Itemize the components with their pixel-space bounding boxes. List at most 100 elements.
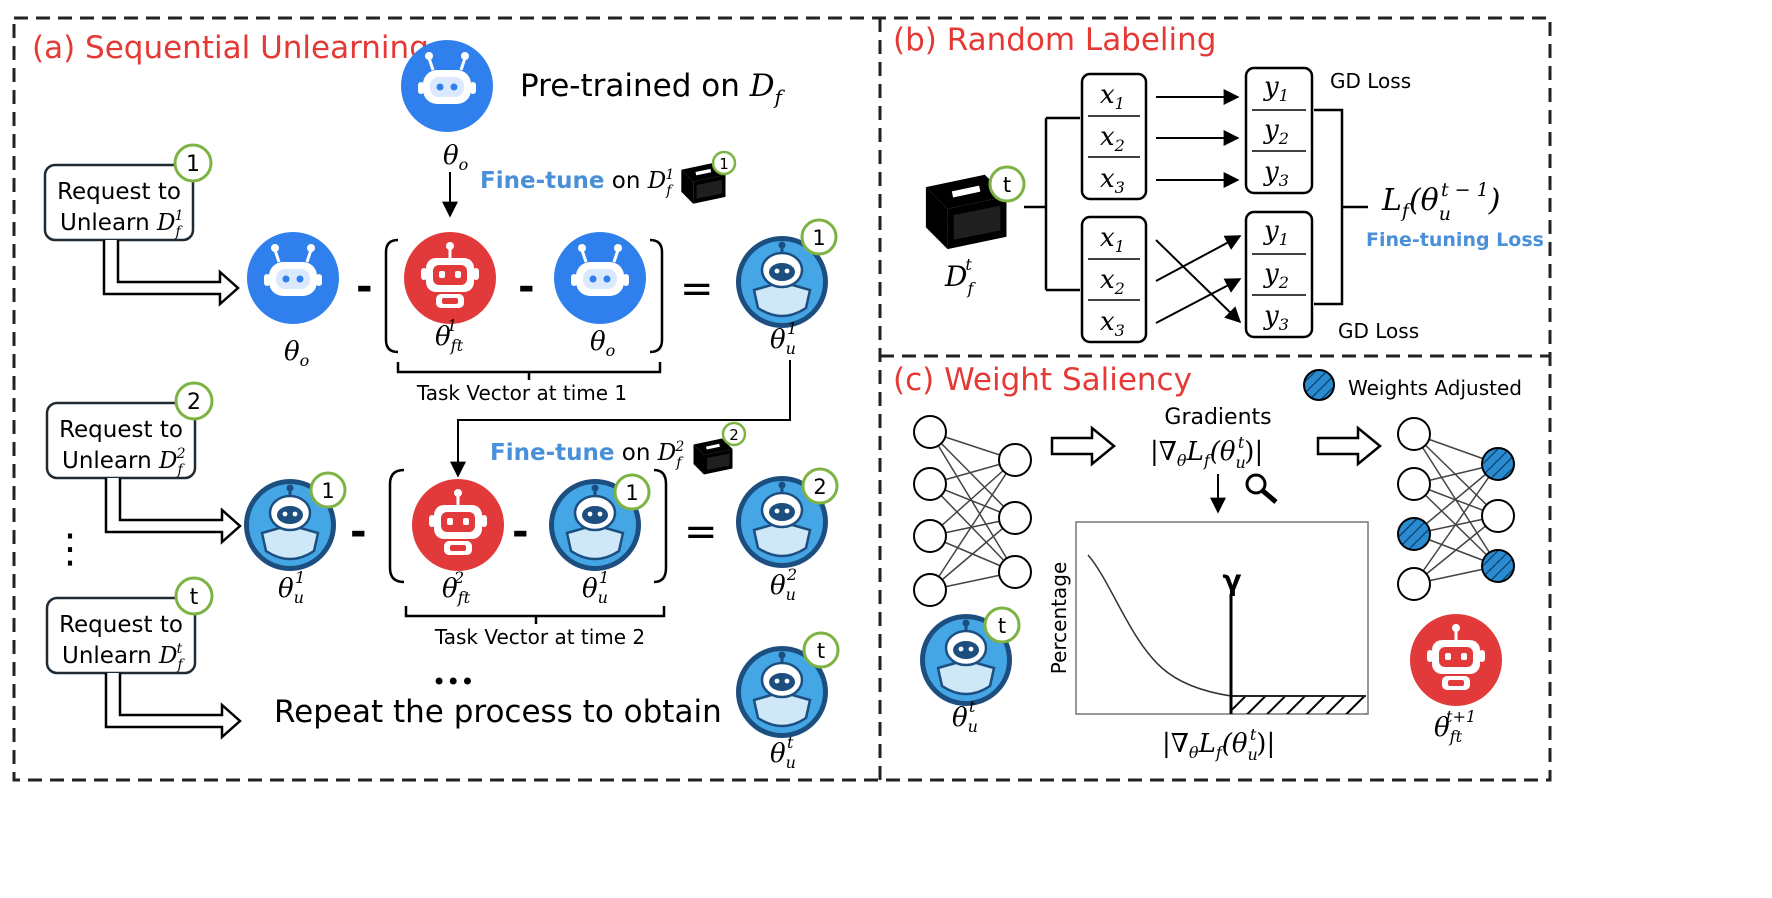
network-edge	[929, 517, 1016, 591]
theta-o-robot-icon-2	[552, 230, 648, 326]
x1-top: x1	[1100, 80, 1125, 113]
minus-2: -	[518, 264, 535, 310]
network-node	[1397, 567, 1431, 601]
network-edge	[929, 459, 1016, 591]
gd-loss-bottom: GD Loss	[1338, 319, 1419, 343]
network-edge	[1413, 433, 1499, 517]
weights-adjusted-legend-icon	[1303, 369, 1335, 401]
request-2-line1: Request to	[59, 417, 183, 443]
finetuned-robot-icon-next	[1408, 612, 1504, 708]
y1-top: y1	[1263, 72, 1289, 105]
plot-xlabel: |∇θLf(θut)|	[1162, 725, 1275, 764]
request-2-line2: Unlearn Df2	[62, 446, 186, 478]
panel-c-title: (c) Weight Saliency	[893, 362, 1192, 398]
gradient-expression: |∇θLf(θut)|	[1150, 433, 1263, 472]
badge-ut: t	[817, 639, 825, 663]
pretrained-robot-icon	[399, 38, 495, 134]
badge-r2a: 1	[321, 479, 334, 503]
theta-u-r2a: θu1	[278, 568, 305, 607]
x3-top: x3	[1100, 164, 1125, 197]
horizontal-dots: •••	[432, 668, 474, 696]
y3-top: y3	[1263, 157, 1289, 190]
theta-u-r2b: θu1	[582, 568, 609, 607]
theta-ft-2: θft2	[442, 568, 471, 607]
finetuned-robot-icon-1	[402, 230, 498, 326]
dataset-label: Dft	[944, 255, 976, 298]
gamma-label: γ	[1222, 564, 1241, 597]
repeat-text: Repeat the process to obtain	[274, 694, 722, 730]
theta-ft-next: θftt+1	[1434, 707, 1476, 746]
theta-u-1: θu1	[770, 319, 797, 358]
network-node	[1481, 447, 1515, 481]
y2-top: y2	[1263, 115, 1289, 148]
request-1-line1: Request to	[57, 179, 181, 205]
theta-o-top: θo	[443, 141, 468, 174]
vertical-dots: ⋮	[50, 526, 90, 572]
request-t-line1: Request to	[59, 612, 183, 638]
pretrained-label: Pre-trained on Df	[520, 68, 786, 109]
finetuned-robot-icon-2	[410, 477, 506, 573]
badge-book-1: 1	[719, 155, 729, 173]
finetune-label-1: Fine-tune on Df1	[480, 167, 674, 199]
book-badge: t	[1003, 173, 1011, 197]
network-edge	[929, 483, 1016, 573]
minus-4: -	[512, 509, 529, 555]
saliency-curve	[1087, 554, 1366, 697]
theta-o-label-1: θo	[284, 337, 309, 370]
equals-2: =	[684, 509, 718, 555]
network-node	[913, 573, 947, 607]
minus-1: -	[356, 264, 373, 310]
loss-expression: Lf(θut − 1)	[1381, 179, 1500, 225]
network-node	[913, 415, 947, 449]
panel-a-title: (a) Sequential Unlearning	[32, 30, 429, 66]
saliency-plot	[1075, 521, 1369, 715]
request-t-line2: Unlearn Dft	[62, 641, 185, 673]
finetuning-loss-label: Fine-tuning Loss	[1366, 229, 1544, 251]
network-node	[1397, 467, 1431, 501]
network-node	[1481, 549, 1515, 583]
panel-b-title: (b) Random Labeling	[893, 22, 1217, 58]
network-edge	[929, 431, 1016, 573]
badge-u2: 2	[813, 475, 826, 499]
network-right	[1397, 417, 1515, 601]
x2-bottom: x2	[1100, 265, 1125, 298]
plot-ylabel: Percentage	[1047, 562, 1071, 675]
x2-top: x2	[1100, 122, 1125, 155]
task-vector-1: Task Vector at time 1	[416, 381, 627, 405]
network-edge	[1413, 515, 1499, 585]
finetune-label-2: Fine-tune on Df2	[490, 439, 684, 471]
network-node	[1481, 499, 1515, 533]
network-node	[913, 519, 947, 553]
book-icon-2	[693, 438, 733, 475]
request-1-badge: 1	[186, 152, 200, 177]
network-node	[998, 501, 1032, 535]
theta-o-label-2: θo	[590, 327, 615, 360]
hatched-region	[1231, 696, 1366, 714]
network-node	[998, 555, 1032, 589]
request-t-badge: t	[190, 585, 199, 610]
request-2-badge: 2	[187, 390, 201, 415]
magnifier-icon	[1245, 473, 1278, 504]
network-edge	[929, 459, 1016, 537]
theta-ft-1: θft1	[435, 316, 464, 355]
network-node	[1397, 517, 1431, 551]
minus-3: -	[350, 509, 367, 555]
gradients-label: Gradients	[1164, 405, 1271, 430]
gd-loss-top: GD Loss	[1330, 69, 1411, 93]
badge-u1: 1	[812, 226, 825, 250]
theta-u-t: θut	[770, 733, 796, 772]
x1-bottom: x1	[1100, 223, 1125, 256]
network-edge	[929, 431, 1016, 519]
badge-r2b: 1	[625, 481, 638, 505]
y1-bottom: y1	[1263, 216, 1289, 249]
network-node	[998, 443, 1032, 477]
theta-u-t-c: θut	[952, 697, 978, 736]
network-node	[913, 467, 947, 501]
network-edge	[1413, 463, 1499, 585]
y2-bottom: y2	[1263, 259, 1289, 292]
y3-bottom: y3	[1263, 301, 1289, 334]
network-edge	[1413, 463, 1499, 535]
weights-adjusted-label: Weights Adjusted	[1348, 376, 1522, 400]
badge-book-2: 2	[729, 426, 739, 444]
